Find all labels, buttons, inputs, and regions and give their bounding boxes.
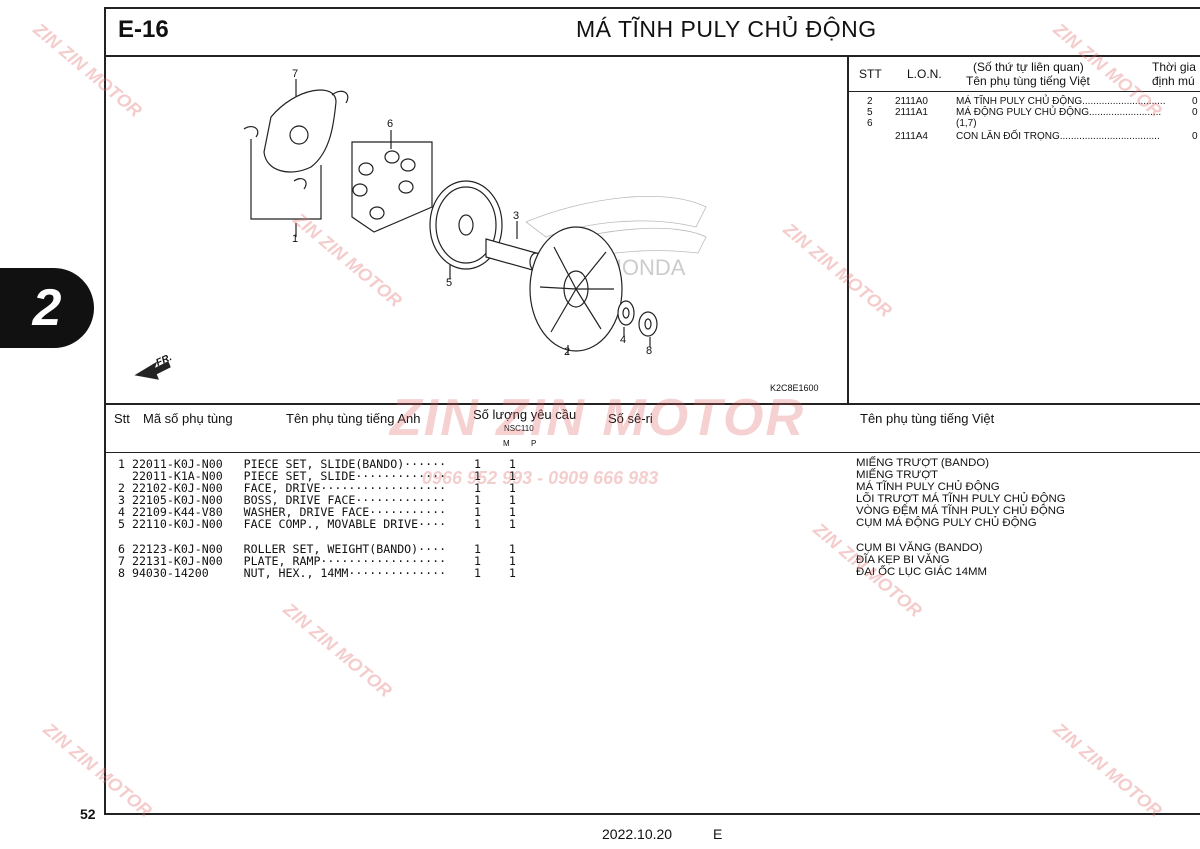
callout-1: 1: [292, 233, 299, 245]
rt-row-1-time: 0: [1192, 96, 1198, 107]
table-row: 6 22123-K0J-N00 ROLLER SET, WEIGHT(BANDO…: [118, 542, 516, 556]
divider-horizontal: [106, 403, 1200, 405]
rt-row-2-time: 0: [1192, 107, 1198, 118]
divider-vertical: [847, 57, 849, 404]
section-tab: 2: [0, 268, 94, 348]
callout-7: 7: [292, 68, 299, 80]
vn-name-cell: MÁ TĨNH PULY CHỦ ĐỘNG: [856, 481, 1000, 493]
vn-name-cell: ĐĨA KẸP BI VĂNG: [856, 554, 950, 566]
vn-name-cell: CỤM BI VĂNG (BANDO): [856, 542, 983, 554]
callout-2: 2: [564, 346, 571, 358]
vn-name-cell: ĐAI ỐC LỤC GIÁC 14MM: [856, 566, 988, 578]
header-model: NSC110: [504, 424, 534, 433]
vn-name-cell: MIẾNG TRƯỢT (BANDO): [856, 457, 989, 469]
footer-date: 2022.10.20: [602, 826, 673, 842]
rt-row-4-lon: 2111A4: [895, 131, 928, 142]
rt-row-3-name: (1,7): [956, 118, 977, 129]
rt-header-time-2: định mú: [1152, 74, 1195, 88]
page-number: 52: [80, 806, 96, 822]
title-bar: [104, 7, 1200, 57]
rt-row-2-stt: 5: [867, 107, 873, 118]
page-title: MÁ TĨNH PULY CHỦ ĐỘNG: [576, 16, 877, 42]
exploded-parts-diagram: HONDA: [106, 57, 846, 401]
page-code: E-16: [118, 16, 169, 43]
header-stt: Stt: [114, 411, 130, 426]
callout-3: 3: [513, 210, 520, 222]
vn-name-cell: LÕI TRƯỢT MÁ TĨNH PULY CHỦ ĐỘNG: [856, 493, 1066, 505]
roller-weights: [352, 150, 416, 220]
callout-6: 6: [387, 118, 394, 130]
footer-code: E: [713, 826, 723, 842]
table-row: 22011-K1A-N00 PIECE SET, SLIDE··········…: [118, 469, 516, 483]
diagram-reference-code: K2C8E1600: [770, 383, 819, 393]
callout-4: 4: [620, 334, 627, 346]
header-vn-name: Tên phụ tùng tiếng Việt: [860, 411, 995, 426]
rt-row-2-name: MÁ ĐỘNG PULY CHỦ ĐỘNG...................…: [956, 107, 1162, 118]
page-frame: [104, 7, 1200, 815]
callout-5: 5: [446, 277, 453, 289]
vn-name-cell: MIẾNG TRƯỢT: [856, 469, 938, 481]
rt-header-lon: L.O.N.: [907, 67, 942, 81]
table-row: 1 22011-K0J-N00 PIECE SET, SLIDE(BANDO)·…: [118, 457, 516, 471]
table-row: 8 94030-14200 NUT, HEX., 14MM···········…: [118, 566, 516, 580]
header-col-p: P: [531, 439, 537, 448]
table-row: 2 22102-K0J-N00 FACE, DRIVE·············…: [118, 481, 516, 495]
table-row: 5 22110-K0J-N00 FACE COMP., MOVABLE DRIV…: [118, 517, 516, 531]
rt-row-1-name: MÁ TĨNH PULY CHỦ ĐỘNG...................…: [956, 96, 1166, 107]
header-qty: Số lượng yêu cầu: [473, 407, 577, 422]
rt-row-3-stt: 6: [867, 118, 873, 129]
rt-row-4-name: CON LĂN ĐỐI TRỌNG.......................…: [956, 131, 1160, 142]
rt-row-1-stt: 2: [867, 96, 873, 107]
table-row: 3 22105-K0J-N00 BOSS, DRIVE FACE········…: [118, 493, 516, 507]
table-row: 7 22131-K0J-N00 PLATE, RAMP·············…: [118, 554, 516, 568]
parts-drawing: HONDA: [134, 79, 707, 380]
vn-name-cell: CỤM MÁ ĐỘNG PULY CHỦ ĐỘNG: [856, 517, 1037, 529]
direction-arrow-icon: [134, 361, 171, 380]
callout-8: 8: [646, 345, 653, 357]
rt-row-4-time: 0: [1192, 131, 1198, 142]
header-col-m: M: [503, 439, 510, 448]
header-serial: Số sê-ri: [608, 411, 653, 426]
vn-name-cell: VÒNG ĐỆM MÁ TĨNH PULY CHỦ ĐỘNG: [856, 505, 1065, 517]
rt-row-1-lon: 2111A0: [895, 96, 928, 107]
header-part-no: Mã số phụ tùng: [143, 411, 233, 426]
table-row: 4 22109-K44-V80 WASHER, DRIVE FACE······…: [118, 505, 516, 519]
header-rule: [106, 452, 1200, 453]
header-en-name: Tên phụ tùng tiếng Anh: [286, 411, 421, 426]
rt-header-time: Thời gia: [1152, 60, 1196, 74]
rt-header-related: (Số thứ tự liên quan): [973, 60, 1084, 74]
rt-header-stt: STT: [859, 67, 882, 81]
rt-header-vn-name: Tên phụ tùng tiếng Việt: [966, 74, 1090, 88]
rt-header-rule: [849, 91, 1200, 92]
rt-row-2-lon: 2111A1: [895, 107, 928, 118]
